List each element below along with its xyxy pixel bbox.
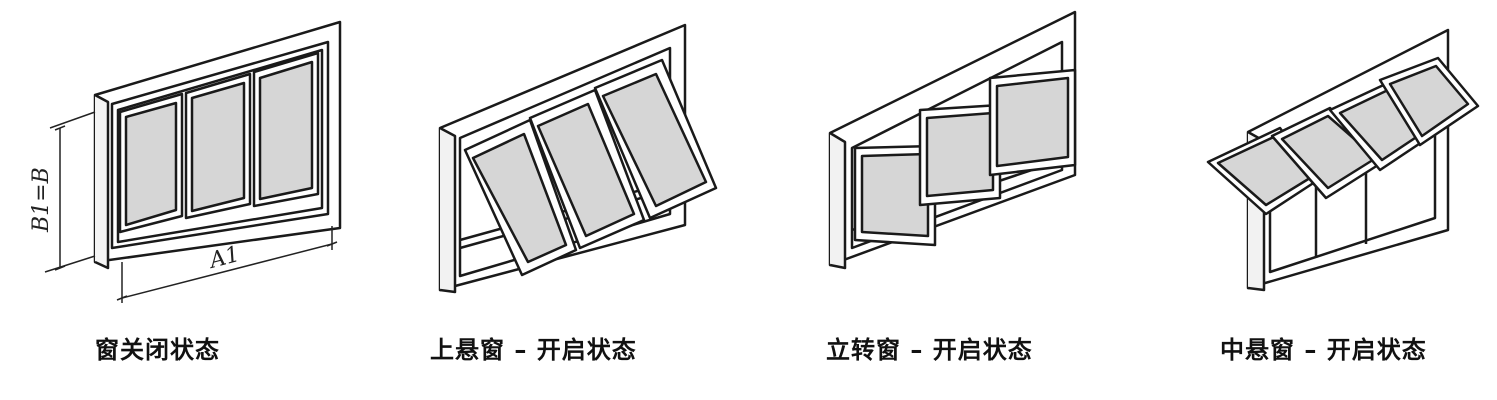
height-dimension-label: B1=B [29, 167, 54, 233]
vertical-pivot-window-drawing [828, 10, 1077, 270]
figure-top-hung-window: 上悬窗 – 开启状态 [400, 0, 760, 400]
figure-closed-window: B1=B A1 窗关闭状态 [0, 0, 360, 400]
closed-window-drawing: B1=B A1 [29, 20, 342, 303]
caption-vertical-pivot: 立转窗 – 开启状态 [826, 336, 1033, 364]
figure-vertical-pivot-window: 立转窗 – 开启状态 [800, 0, 1120, 400]
caption-center-hung: 中悬窗 – 开启状态 [1220, 336, 1427, 364]
center-hung-window-drawing [1206, 28, 1480, 292]
caption-top-hung: 上悬窗 – 开启状态 [430, 336, 637, 364]
figure-center-hung-window: 中悬窗 – 开启状态 [1180, 0, 1497, 400]
top-hung-window-drawing [438, 23, 718, 294]
caption-closed: 窗关闭状态 [95, 336, 220, 364]
